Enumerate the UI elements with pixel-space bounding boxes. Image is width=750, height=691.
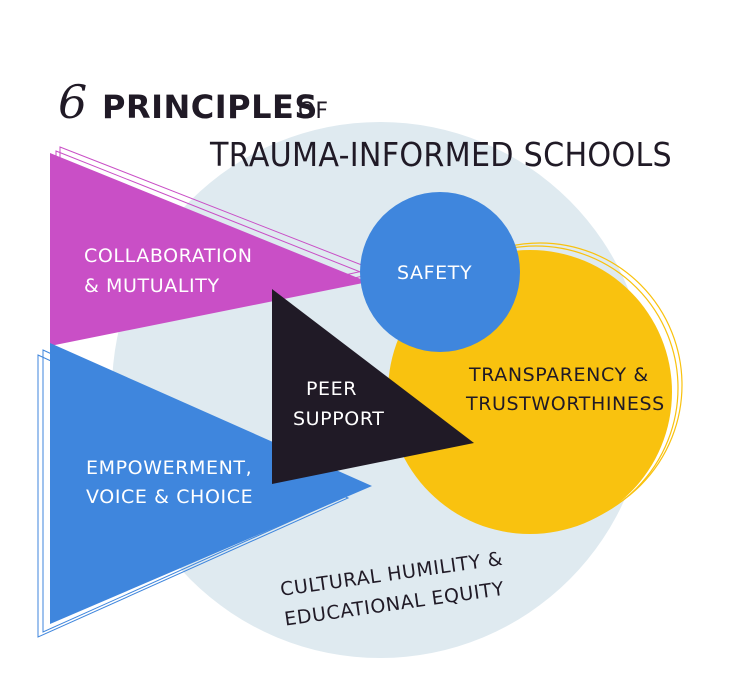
title-of: OF bbox=[298, 99, 328, 124]
title-number: 6 bbox=[58, 75, 87, 129]
empowerment-label-line1: EMPOWERMENT, bbox=[86, 457, 252, 479]
collaboration-label-line1: COLLABORATION bbox=[84, 245, 253, 267]
safety-shape bbox=[360, 192, 520, 352]
empowerment-label-line2: VOICE & CHOICE bbox=[86, 486, 253, 508]
transparency-label-line2: TRUSTWORTHINESS bbox=[465, 393, 665, 415]
safety-label: SAFETY bbox=[397, 262, 472, 284]
peer-support-label-line2: SUPPORT bbox=[293, 408, 384, 430]
collaboration-label-line2: & MUTUALITY bbox=[84, 275, 220, 297]
title-line2: TRAUMA-INFORMED SCHOOLS bbox=[209, 135, 672, 174]
peer-support-shape bbox=[272, 289, 474, 484]
collaboration-shape bbox=[50, 146, 374, 346]
transparency-label-line1: TRANSPARENCY & bbox=[468, 364, 649, 386]
empowerment-shape bbox=[37, 343, 372, 638]
title-principles: PRINCIPLES bbox=[102, 88, 318, 126]
peer-support-label-line1: PEER bbox=[306, 378, 357, 400]
